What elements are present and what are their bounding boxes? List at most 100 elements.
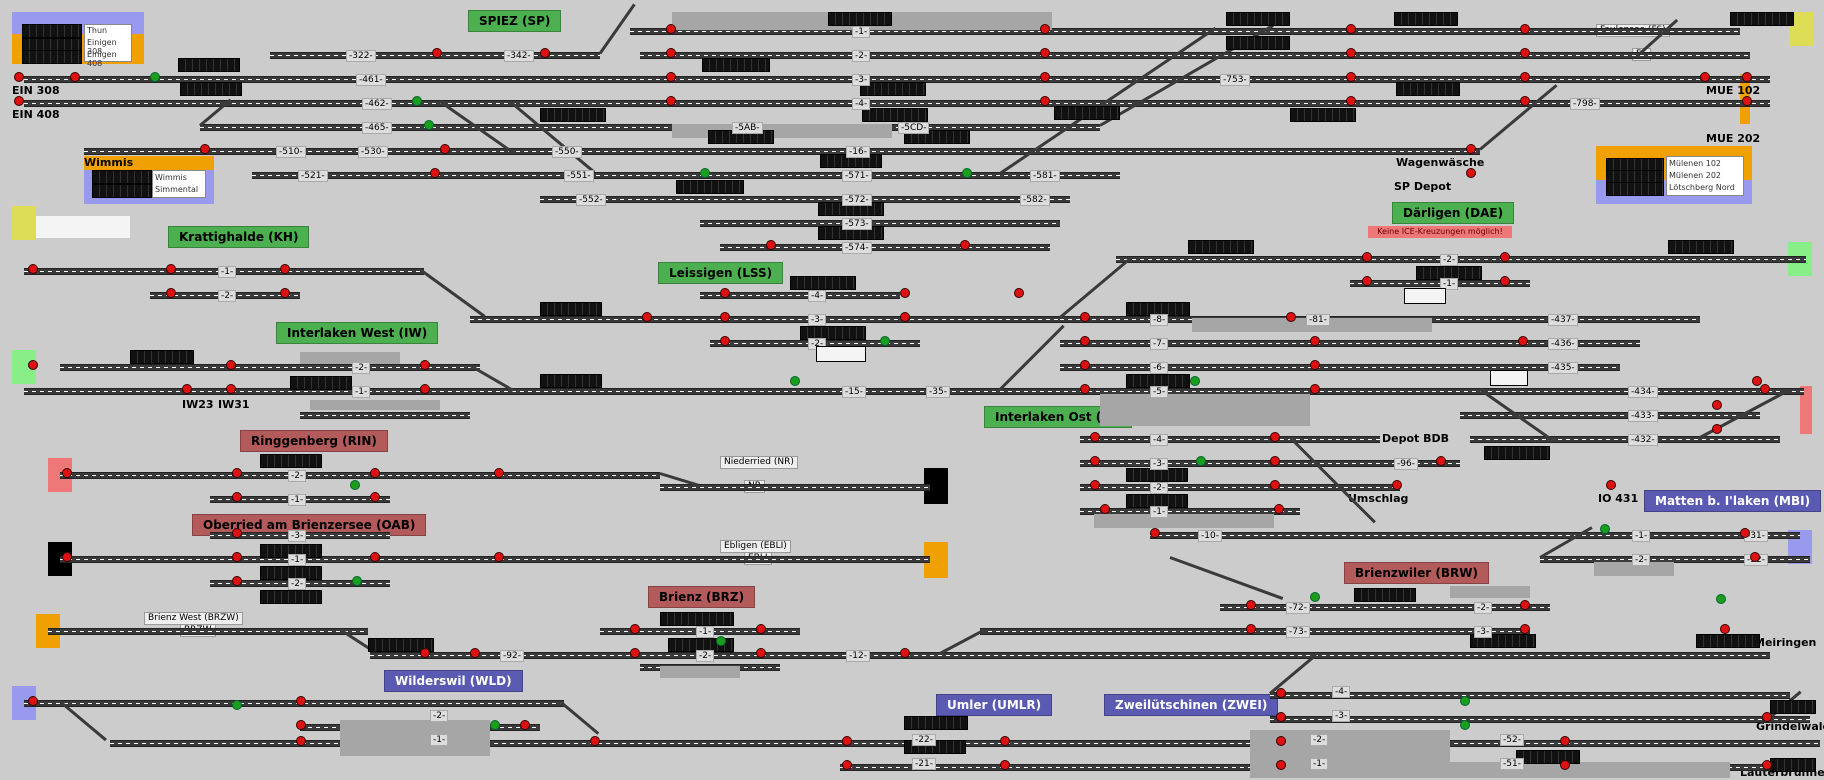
signal-11[interactable] [1040,48,1050,58]
route-block-33[interactable] [1484,446,1550,460]
track-wld-main[interactable] [24,700,564,707]
signal-34[interactable] [280,264,290,274]
route-block-32[interactable] [260,454,322,468]
signal-50[interactable] [182,384,192,394]
track-io-2[interactable] [1080,484,1400,491]
route-block-thun-2[interactable] [22,38,82,52]
signal-67[interactable] [1090,432,1100,442]
route-block-22[interactable] [1668,240,1734,254]
signal-105[interactable] [28,696,38,706]
track-spiez-r3[interactable] [640,76,1770,83]
signal-84[interactable] [370,468,380,478]
signal-green-7[interactable] [880,336,890,346]
signal-28[interactable] [440,144,450,154]
signal-green-11[interactable] [1600,524,1610,534]
ext-box-yellow-right[interactable] [1790,12,1814,46]
signal-44[interactable] [720,336,730,346]
signal-7[interactable] [666,48,676,58]
route-block-38[interactable] [260,590,322,604]
signal-69[interactable] [1090,480,1100,490]
signal-106[interactable] [296,696,306,706]
ext-box-pink-right[interactable] [1800,386,1812,434]
signal-green-8[interactable] [790,376,800,386]
diag-19[interactable] [1169,556,1284,600]
signal-49[interactable] [226,360,236,370]
signal-10[interactable] [1040,24,1050,34]
signal-57[interactable] [1080,384,1090,394]
route-block-25[interactable] [540,302,602,316]
route-block-27[interactable] [800,326,866,340]
signal-green-4[interactable] [700,168,710,178]
signal-13[interactable] [1040,96,1050,106]
track-brz-main[interactable] [370,652,1770,659]
route-block-47[interactable] [1516,750,1580,764]
signal-110[interactable] [590,736,600,746]
signal-81[interactable] [62,468,72,478]
route-block-44[interactable] [1696,634,1760,648]
signal-101[interactable] [1246,624,1256,634]
route-block-2[interactable] [1226,12,1290,26]
route-block-40[interactable] [660,612,734,626]
track-spiez-r6[interactable] [640,148,1480,155]
signal-93[interactable] [420,648,430,658]
track-spiez-r1[interactable] [630,28,1740,35]
diag-21[interactable] [559,700,600,735]
ext-box-wimmis-orange[interactable] [84,156,214,170]
signal-38[interactable] [1362,276,1372,286]
route-block-49[interactable] [1770,758,1816,772]
track-io-4[interactable] [1080,436,1380,443]
signal-green-5[interactable] [962,168,972,178]
signal-78[interactable] [1150,528,1160,538]
track-spiez-r2[interactable] [640,52,1750,59]
signal-51[interactable] [226,384,236,394]
signal-92[interactable] [370,552,380,562]
signal-111[interactable] [842,736,852,746]
station-label-interlaken-west[interactable]: Interlaken West (IW) [276,322,439,344]
signal-35[interactable] [166,288,176,298]
track-brw-73[interactable] [1220,604,1550,611]
route-block-5[interactable] [178,58,240,72]
signal-39[interactable] [1500,252,1510,262]
signal-119[interactable] [1560,736,1570,746]
track-spiez-3[interactable] [24,100,644,107]
signal-121[interactable] [1762,712,1772,722]
signal-62[interactable] [1518,336,1528,346]
signal-103[interactable] [1520,624,1530,634]
signal-59[interactable] [1310,336,1320,346]
track-darligen-main[interactable] [1116,256,1806,263]
route-block-34[interactable] [1126,468,1188,482]
signal-97[interactable] [756,624,766,634]
route-block-12[interactable] [1054,106,1120,120]
track-rin-main[interactable] [60,472,660,479]
signal-55[interactable] [1080,336,1090,346]
signal-99[interactable] [900,648,910,658]
route-block-4[interactable] [1730,12,1794,26]
signal-green-16[interactable] [1716,594,1726,604]
signal-75[interactable] [1392,480,1402,490]
track-zwei-4[interactable] [1270,692,1790,699]
signal-74[interactable] [1274,504,1284,514]
signal-115[interactable] [1276,688,1286,698]
route-block-9[interactable] [860,82,926,96]
station-label-interlaken-ost[interactable]: Interlaken Ost (IO) [984,406,1133,428]
track-spiez-r10[interactable] [720,244,1050,251]
signal-73[interactable] [1270,480,1280,490]
signal-15[interactable] [1346,48,1356,58]
route-block-16[interactable] [1290,108,1356,122]
signal-6[interactable] [666,24,676,34]
signal-118[interactable] [1276,760,1286,770]
track-iw-2[interactable] [24,388,1804,395]
diag-12[interactable] [998,324,1065,391]
route-block-13[interactable] [540,108,606,122]
track-spiez-r7[interactable] [660,172,1120,179]
signal-80[interactable] [1750,552,1760,562]
station-label-ringgenberg[interactable]: Ringgenberg (RIN) [240,430,388,452]
signal-40[interactable] [1500,276,1510,286]
route-block-41[interactable] [368,638,434,652]
signal-3[interactable] [70,72,80,82]
route-block-28[interactable] [130,350,194,364]
signal-20[interactable] [1520,72,1530,82]
signal-112[interactable] [842,760,852,770]
signal-63[interactable] [1760,384,1770,394]
signal-117[interactable] [1276,736,1286,746]
